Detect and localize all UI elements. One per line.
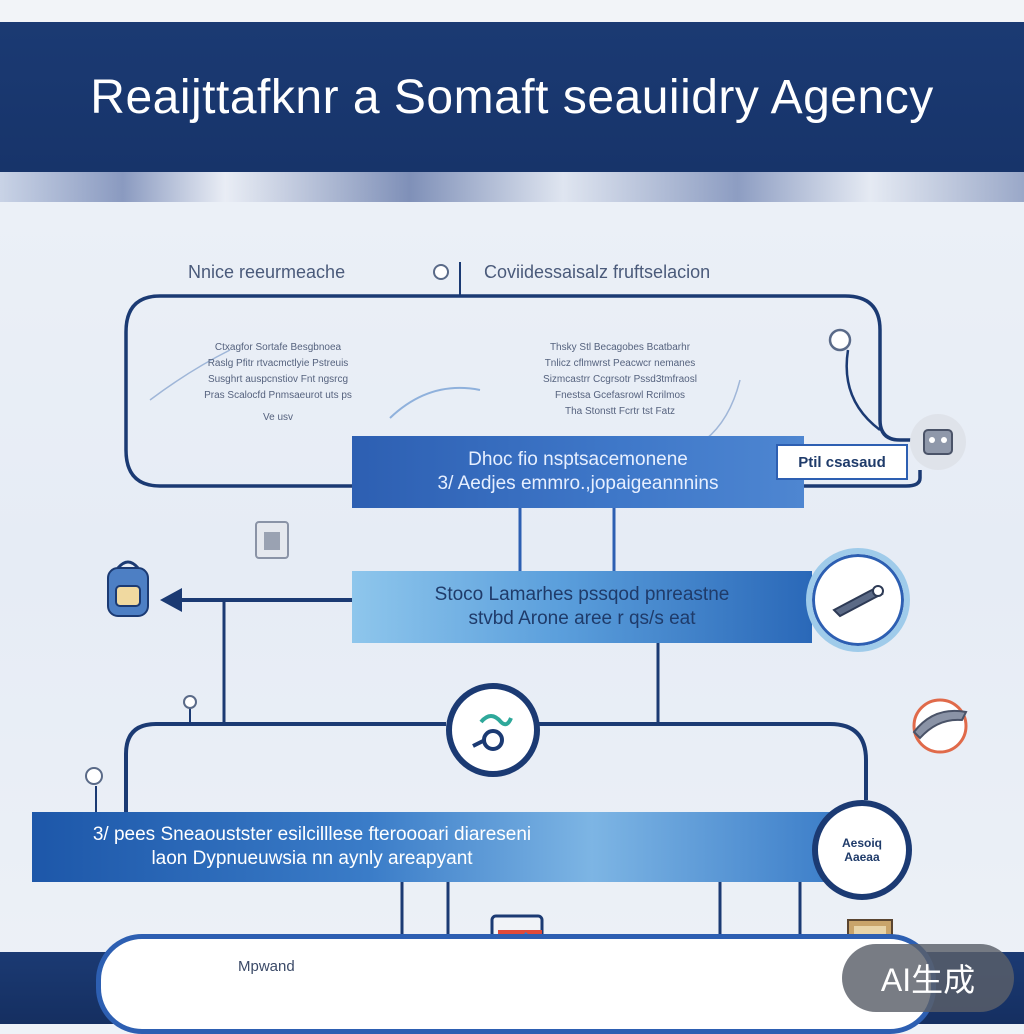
note-right: Thsky Stl Becagobes Bcatbarhr Tnlicz cfl… — [486, 340, 754, 420]
top-strip — [0, 0, 1024, 22]
knife-icon — [912, 698, 968, 754]
process-step-1: Dhoc fio nsptsacemonene 3/ Aedjes emmro.… — [352, 436, 804, 508]
header-banner: Reaijttafknr a Somaft seauiidry Agency — [0, 22, 1024, 172]
process-step-2: Stoco Lamarhes pssqod pnreastne stvbd Ar… — [352, 571, 812, 643]
process-step-3: 3/ pees Sneaoustster esilcilllese fteroo… — [32, 812, 592, 882]
badge-line-2: Aaeaa — [844, 850, 880, 864]
wrench-badge — [806, 548, 910, 652]
ai-generated-badge: AI生成 — [842, 944, 1014, 1012]
arrow-left-head — [160, 588, 182, 612]
step-1-line-2: 3/ Aedjes emmro.,jopaigeannnins — [437, 473, 719, 494]
note-right-line: Sizmcastrr Ccgrsotr Pssd3tmfraosl — [543, 374, 697, 385]
note-left-line: Pras Scalocfd Pnmsaeurot uts ps — [204, 390, 352, 401]
top-right-label: Coviidessaisalz fruftselacion — [484, 262, 711, 282]
top-left-label: Nnice reeurmeache — [188, 262, 346, 282]
step-3-line-1: 3/ pees Sneaoustster esilcilllese fteroo… — [92, 824, 532, 845]
card-icon — [255, 521, 289, 559]
pin-icon — [433, 264, 449, 280]
note-right-line: Thsky Stl Becagobes Bcatbarhr — [549, 342, 691, 353]
search-badge — [446, 683, 540, 777]
note-right-line: Tha Stonstt Fcrtr tst Fatz — [564, 406, 676, 417]
step-2-line-2: stvbd Arone aree r qs/s eat — [468, 608, 696, 629]
bottom-label: Mpwand — [238, 958, 295, 975]
step-1-tag: Ptil csasaud — [776, 444, 908, 480]
note-right-line: Tnlicz cflmwrst Peacwcr nemanes — [544, 358, 696, 369]
step-2-line-1: Stoco Lamarhes pssqod pnreastne — [434, 584, 730, 605]
robot-icon — [910, 414, 966, 470]
header-divider — [0, 172, 1024, 202]
badge-line-1: Aesoiq — [841, 836, 882, 850]
step-3-tail — [592, 812, 842, 882]
note-left-line: Susghrt auspcnstiov Fnt ngsrcg — [207, 374, 349, 385]
frame-curve-mid — [389, 386, 481, 419]
note-left-line: Raslg Pfitr rtvacmctlyie Pstreuis — [207, 358, 349, 369]
pin-icon-2 — [183, 695, 197, 709]
note-left: Ctxagfor Sortafe Besgbnoea Raslg Pfitr r… — [168, 340, 388, 426]
wrench-icon — [832, 585, 884, 618]
note-left-line: Ve usv — [262, 412, 294, 423]
step-3-line-2: laon Dypnueuwsia nn aynly areapyant — [151, 848, 473, 869]
step-1-line-1: Dhoc fio nsptsacemonene — [468, 449, 688, 470]
note-right-line: Fnestsa Gcefasrowl Rcrilmos — [554, 390, 686, 401]
note-left-line: Ctxagfor Sortafe Besgbnoea — [214, 342, 342, 353]
frame-curve-right — [845, 349, 881, 431]
pin-icon-4 — [828, 328, 852, 352]
agency-badge: Aesoiq Aaeaa — [812, 800, 912, 900]
magnifier-icon — [472, 714, 513, 751]
page-title: Reaijttafknr a Somaft seauiidry Agency — [90, 70, 934, 124]
backpack-icon — [107, 560, 149, 617]
pin-icon-3 — [85, 767, 103, 785]
bottom-pill — [96, 934, 936, 1034]
